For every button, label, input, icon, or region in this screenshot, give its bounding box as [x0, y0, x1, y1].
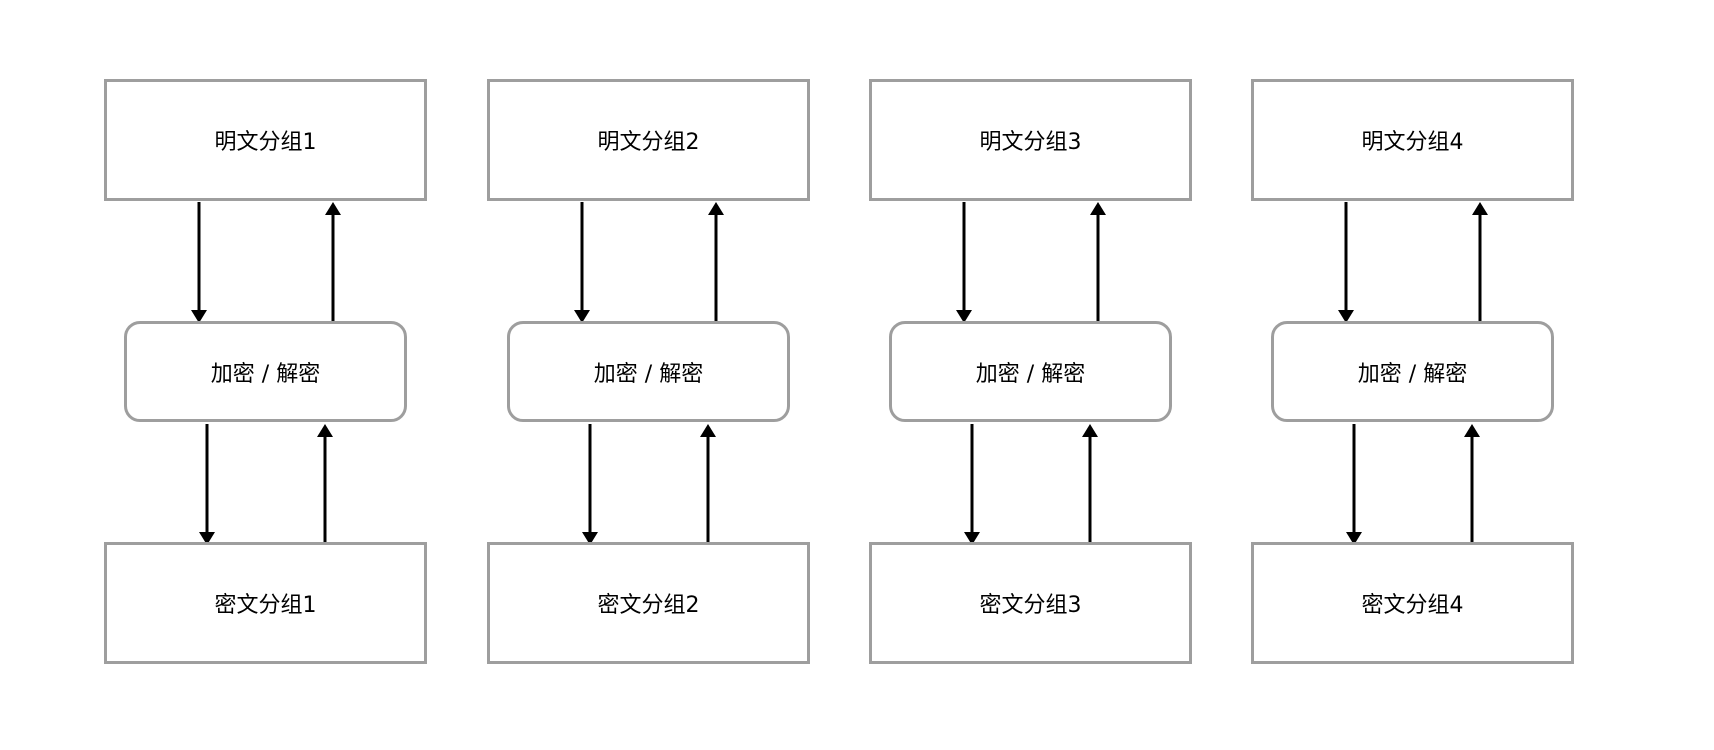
arrow-process-to-ciphertext-4-head [1346, 532, 1362, 545]
arrow-process-to-ciphertext-1-head [199, 532, 215, 545]
ciphertext-block-1: 密文分组1 [104, 542, 427, 664]
ciphertext-block-2-label: 密文分组2 [597, 593, 700, 618]
arrow-process-to-plaintext-4-head [1472, 202, 1488, 215]
arrow-process-to-plaintext-3-head [1090, 202, 1106, 215]
encrypt-decrypt-node-4: 加密 / 解密 [1271, 321, 1554, 422]
ciphertext-block-3-label: 密文分组3 [979, 593, 1082, 618]
encrypt-decrypt-label-2: 加密 / 解密 [593, 361, 704, 387]
arrow-plaintext-to-process-2-head [574, 310, 590, 323]
plaintext-block-1-label: 明文分组1 [214, 130, 317, 155]
ciphertext-block-3: 密文分组3 [869, 542, 1192, 664]
ciphertext-block-4: 密文分组4 [1251, 542, 1574, 664]
encrypt-decrypt-node-2: 加密 / 解密 [507, 321, 790, 422]
encrypt-decrypt-node-1: 加密 / 解密 [124, 321, 407, 422]
plaintext-block-3-label: 明文分组3 [979, 130, 1082, 155]
plaintext-block-3: 明文分组3 [869, 79, 1192, 201]
plaintext-block-2-label: 明文分组2 [597, 130, 700, 155]
encrypt-decrypt-node-3: 加密 / 解密 [889, 321, 1172, 422]
plaintext-block-4: 明文分组4 [1251, 79, 1574, 201]
arrow-process-to-ciphertext-2-head [582, 532, 598, 545]
arrow-plaintext-to-process-4-head [1338, 310, 1354, 323]
arrow-process-to-ciphertext-3-head [964, 532, 980, 545]
arrow-ciphertext-to-process-2-head [700, 424, 716, 437]
arrow-process-to-plaintext-1-head [325, 202, 341, 215]
plaintext-block-1: 明文分组1 [104, 79, 427, 201]
plaintext-block-4-label: 明文分组4 [1361, 130, 1464, 155]
ciphertext-block-2: 密文分组2 [487, 542, 810, 664]
arrow-ciphertext-to-process-3-head [1082, 424, 1098, 437]
arrow-ciphertext-to-process-1-head [317, 424, 333, 437]
encrypt-decrypt-label-1: 加密 / 解密 [210, 361, 321, 387]
arrow-plaintext-to-process-3-head [956, 310, 972, 323]
encrypt-decrypt-label-4: 加密 / 解密 [1357, 361, 1468, 387]
arrow-ciphertext-to-process-4-head [1464, 424, 1480, 437]
plaintext-block-2: 明文分组2 [487, 79, 810, 201]
arrow-plaintext-to-process-1-head [191, 310, 207, 323]
arrow-process-to-plaintext-2-head [708, 202, 724, 215]
encrypt-decrypt-label-3: 加密 / 解密 [975, 361, 1086, 387]
ciphertext-block-1-label: 密文分组1 [214, 593, 317, 618]
ciphertext-block-4-label: 密文分组4 [1361, 593, 1464, 618]
